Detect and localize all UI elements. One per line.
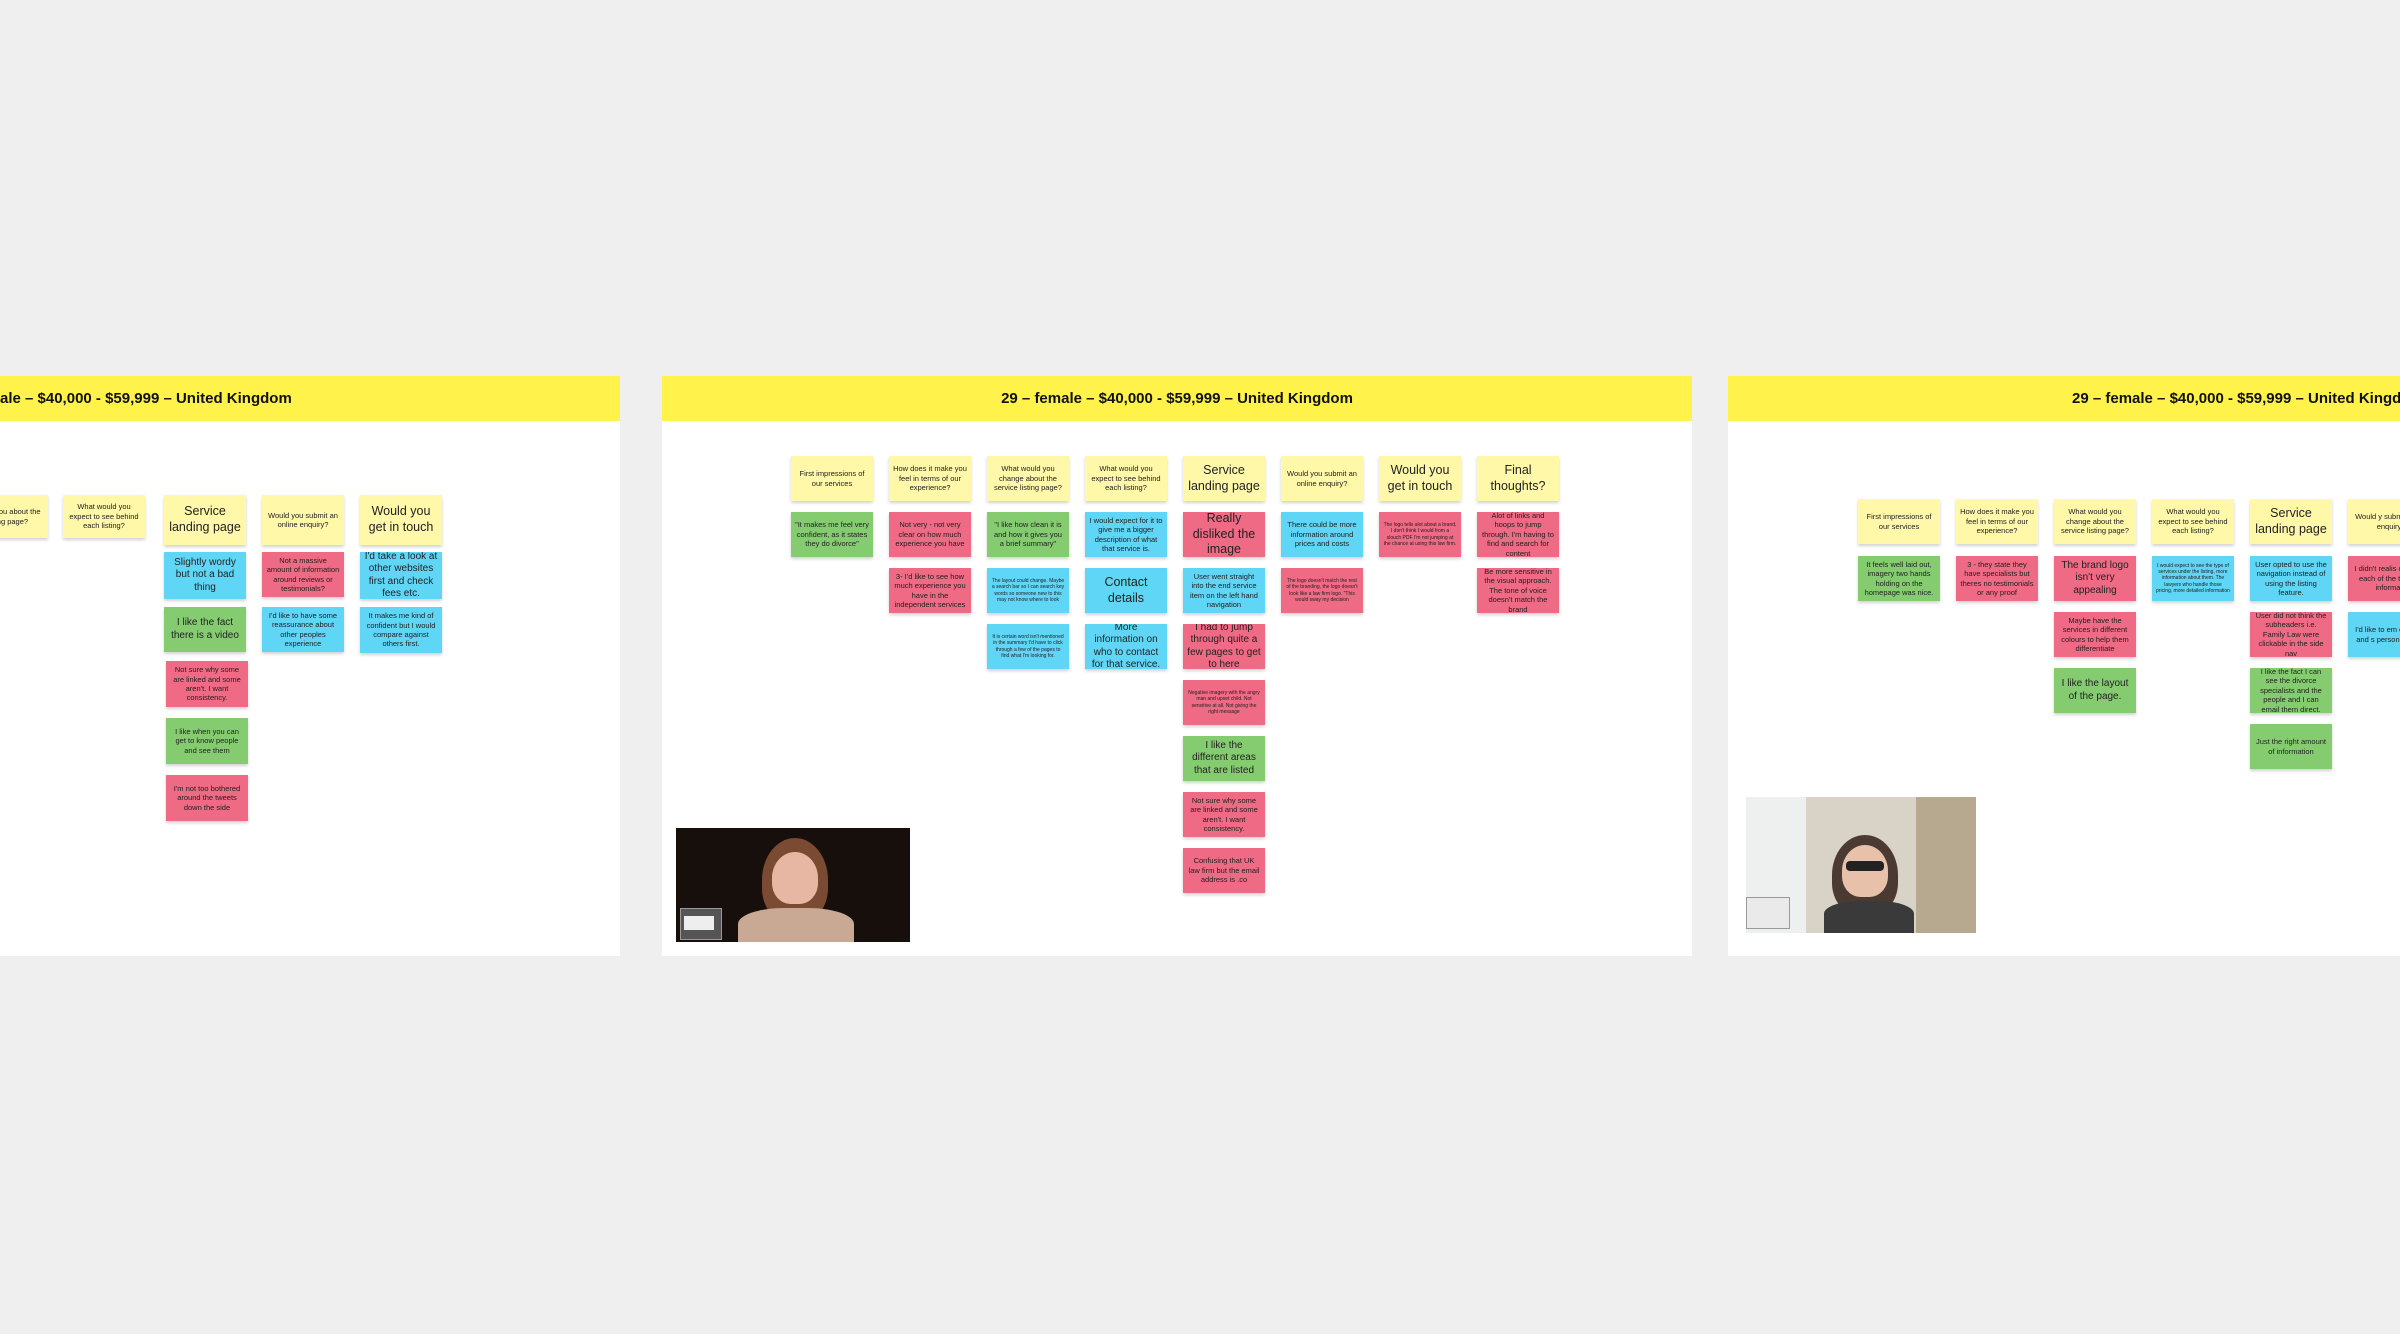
question-note[interactable]: How does it make you feel in terms of ou… xyxy=(889,456,971,501)
board-header: 29 – female – $40,000 - $59,999 – United… xyxy=(662,376,1692,421)
question-note[interactable]: Service landing page xyxy=(164,495,246,545)
sticky-note[interactable]: Slightly wordy but not a bad thing xyxy=(164,552,246,599)
question-note[interactable]: would you about the listing page? xyxy=(0,495,48,538)
question-note[interactable]: Service landing page xyxy=(2250,499,2332,544)
sticky-note[interactable]: It feels well laid out, imagery two hand… xyxy=(1858,556,1940,601)
question-note[interactable]: First impressions of our services xyxy=(791,456,873,501)
sticky-note[interactable]: Maybe have the services in different col… xyxy=(2054,612,2136,657)
sticky-note[interactable]: I would expect to see the type of servic… xyxy=(2152,556,2234,601)
sticky-note[interactable]: The logo tells alot about a brand, I don… xyxy=(1379,512,1461,557)
thumbnail-image xyxy=(684,916,714,930)
sticky-note[interactable]: Not sure why some are linked and some ar… xyxy=(1183,792,1265,837)
sticky-note[interactable]: I'd like to em directly and s person is … xyxy=(2348,612,2400,657)
board-participant-2[interactable]: 29 – female – $40,000 - $59,999 – United… xyxy=(662,376,1692,956)
sticky-note[interactable]: I'd take a look at other websites first … xyxy=(360,552,442,599)
sticky-note[interactable]: Just the right amount of information xyxy=(2250,724,2332,769)
board-header: ale – $40,000 - $59,999 – United Kingdom xyxy=(0,376,620,421)
board-title: 29 – female – $40,000 - $59,999 – United… xyxy=(1001,390,1353,407)
thumbnail-image xyxy=(1746,897,1790,929)
sticky-note[interactable]: "I like how clean it is and how it gives… xyxy=(987,512,1069,557)
question-note[interactable]: How does it make you feel in terms of ou… xyxy=(1956,499,2038,544)
question-note[interactable]: Would you get in touch xyxy=(360,495,442,545)
sticky-note[interactable]: I like the different areas that are list… xyxy=(1183,736,1265,781)
sticky-note[interactable]: I'm not too bothered around the tweets d… xyxy=(166,775,248,821)
question-note[interactable]: What would you change about the service … xyxy=(987,456,1069,501)
sticky-note[interactable]: I'd like to have some reassurance about … xyxy=(262,607,344,652)
board-participant-3[interactable]: 29 – female – $40,000 - $59,999 – United… xyxy=(1728,376,2400,956)
question-note[interactable]: Would you submit an online enquiry? xyxy=(1281,456,1363,501)
sticky-note[interactable]: Not a massive amount of information arou… xyxy=(262,552,344,597)
board-title: 29 – female – $40,000 - $59,999 – United… xyxy=(2072,390,2400,407)
sticky-note[interactable]: I like the fact I can see the divorce sp… xyxy=(2250,668,2332,713)
sticky-note[interactable]: Not very - not very clear on how much ex… xyxy=(889,512,971,557)
participant-video-frame xyxy=(772,852,818,904)
question-note[interactable]: Would you get in touch xyxy=(1379,456,1461,501)
sticky-note[interactable]: 3 - they state they have specialists but… xyxy=(1956,556,2038,601)
question-note[interactable]: What would you expect to see behind each… xyxy=(2152,499,2234,544)
sticky-note[interactable]: I didn't realis click on each of the tea… xyxy=(2348,556,2400,601)
sticky-note[interactable]: It is certain word isn't mentioned in th… xyxy=(987,624,1069,669)
video-recording[interactable] xyxy=(1746,797,1976,933)
sticky-note[interactable]: I like when you can get to know people a… xyxy=(166,718,248,764)
sticky-note[interactable]: Contact details xyxy=(1085,568,1167,613)
question-note[interactable]: What would you change about the service … xyxy=(2054,499,2136,544)
sticky-note[interactable]: User did not think the subheaders i.e. F… xyxy=(2250,612,2332,657)
sticky-note[interactable]: User opted to use the navigation instead… xyxy=(2250,556,2332,601)
question-note[interactable]: What would you expect to see behind each… xyxy=(1085,456,1167,501)
question-note[interactable]: Service landing page xyxy=(1183,456,1265,501)
sticky-note[interactable]: 3- I'd like to see how much experience y… xyxy=(889,568,971,613)
board-participant-1[interactable]: ale – $40,000 - $59,999 – United Kingdom… xyxy=(0,376,620,956)
participant-video-frame xyxy=(1916,797,1976,933)
participant-video-frame xyxy=(738,908,854,942)
sticky-note[interactable]: Really disliked the image xyxy=(1183,512,1265,557)
participant-video-frame xyxy=(1824,901,1914,933)
sticky-note[interactable]: There could be more information around p… xyxy=(1281,512,1363,557)
question-note[interactable]: What would you expect to see behind each… xyxy=(63,495,145,538)
sticky-note[interactable]: "It makes me feel very confident, as it … xyxy=(791,512,873,557)
question-note[interactable]: Final thoughts? xyxy=(1477,456,1559,501)
sticky-note[interactable]: The logo doesn't match the rest of the b… xyxy=(1281,568,1363,613)
participant-video-frame xyxy=(1842,845,1888,897)
sticky-note[interactable]: It makes me kind of confident but I woul… xyxy=(360,607,442,653)
sticky-note[interactable]: The layout could change. Maybe a search … xyxy=(987,568,1069,613)
sticky-note[interactable]: I had to jump through quite a few pages … xyxy=(1183,624,1265,669)
sticky-note[interactable]: The brand logo isn't very appealing xyxy=(2054,556,2136,601)
sticky-note[interactable]: Confusing that UK law firm but the email… xyxy=(1183,848,1265,893)
sticky-note[interactable]: I like the layout of the page. xyxy=(2054,668,2136,713)
video-recording[interactable] xyxy=(676,828,910,942)
sticky-note[interactable]: User went straight into the end service … xyxy=(1183,568,1265,613)
question-note[interactable]: First impressions of our services xyxy=(1858,499,1940,544)
sticky-note[interactable]: Alot of links and hoops to jump through.… xyxy=(1477,512,1559,557)
sticky-note[interactable]: Negative imagery with the angry man and … xyxy=(1183,680,1265,725)
sticky-note[interactable]: Be more sensitive in the visual approach… xyxy=(1477,568,1559,613)
participant-video-frame xyxy=(1846,861,1884,871)
board-title: ale – $40,000 - $59,999 – United Kingdom xyxy=(0,390,292,407)
question-note[interactable]: Would you submit an online enquiry? xyxy=(262,495,344,545)
question-note[interactable]: Would y submit an o enquiry xyxy=(2348,499,2400,544)
board-header: 29 – female – $40,000 - $59,999 – United… xyxy=(1728,376,2400,421)
sticky-note[interactable]: I like the fact there is a video xyxy=(164,607,246,652)
sticky-note[interactable]: I would expect for it to give me a bigge… xyxy=(1085,512,1167,557)
sticky-note[interactable]: Not sure why some are linked and some ar… xyxy=(166,661,248,707)
sticky-note[interactable]: More information on who to contact for t… xyxy=(1085,624,1167,669)
